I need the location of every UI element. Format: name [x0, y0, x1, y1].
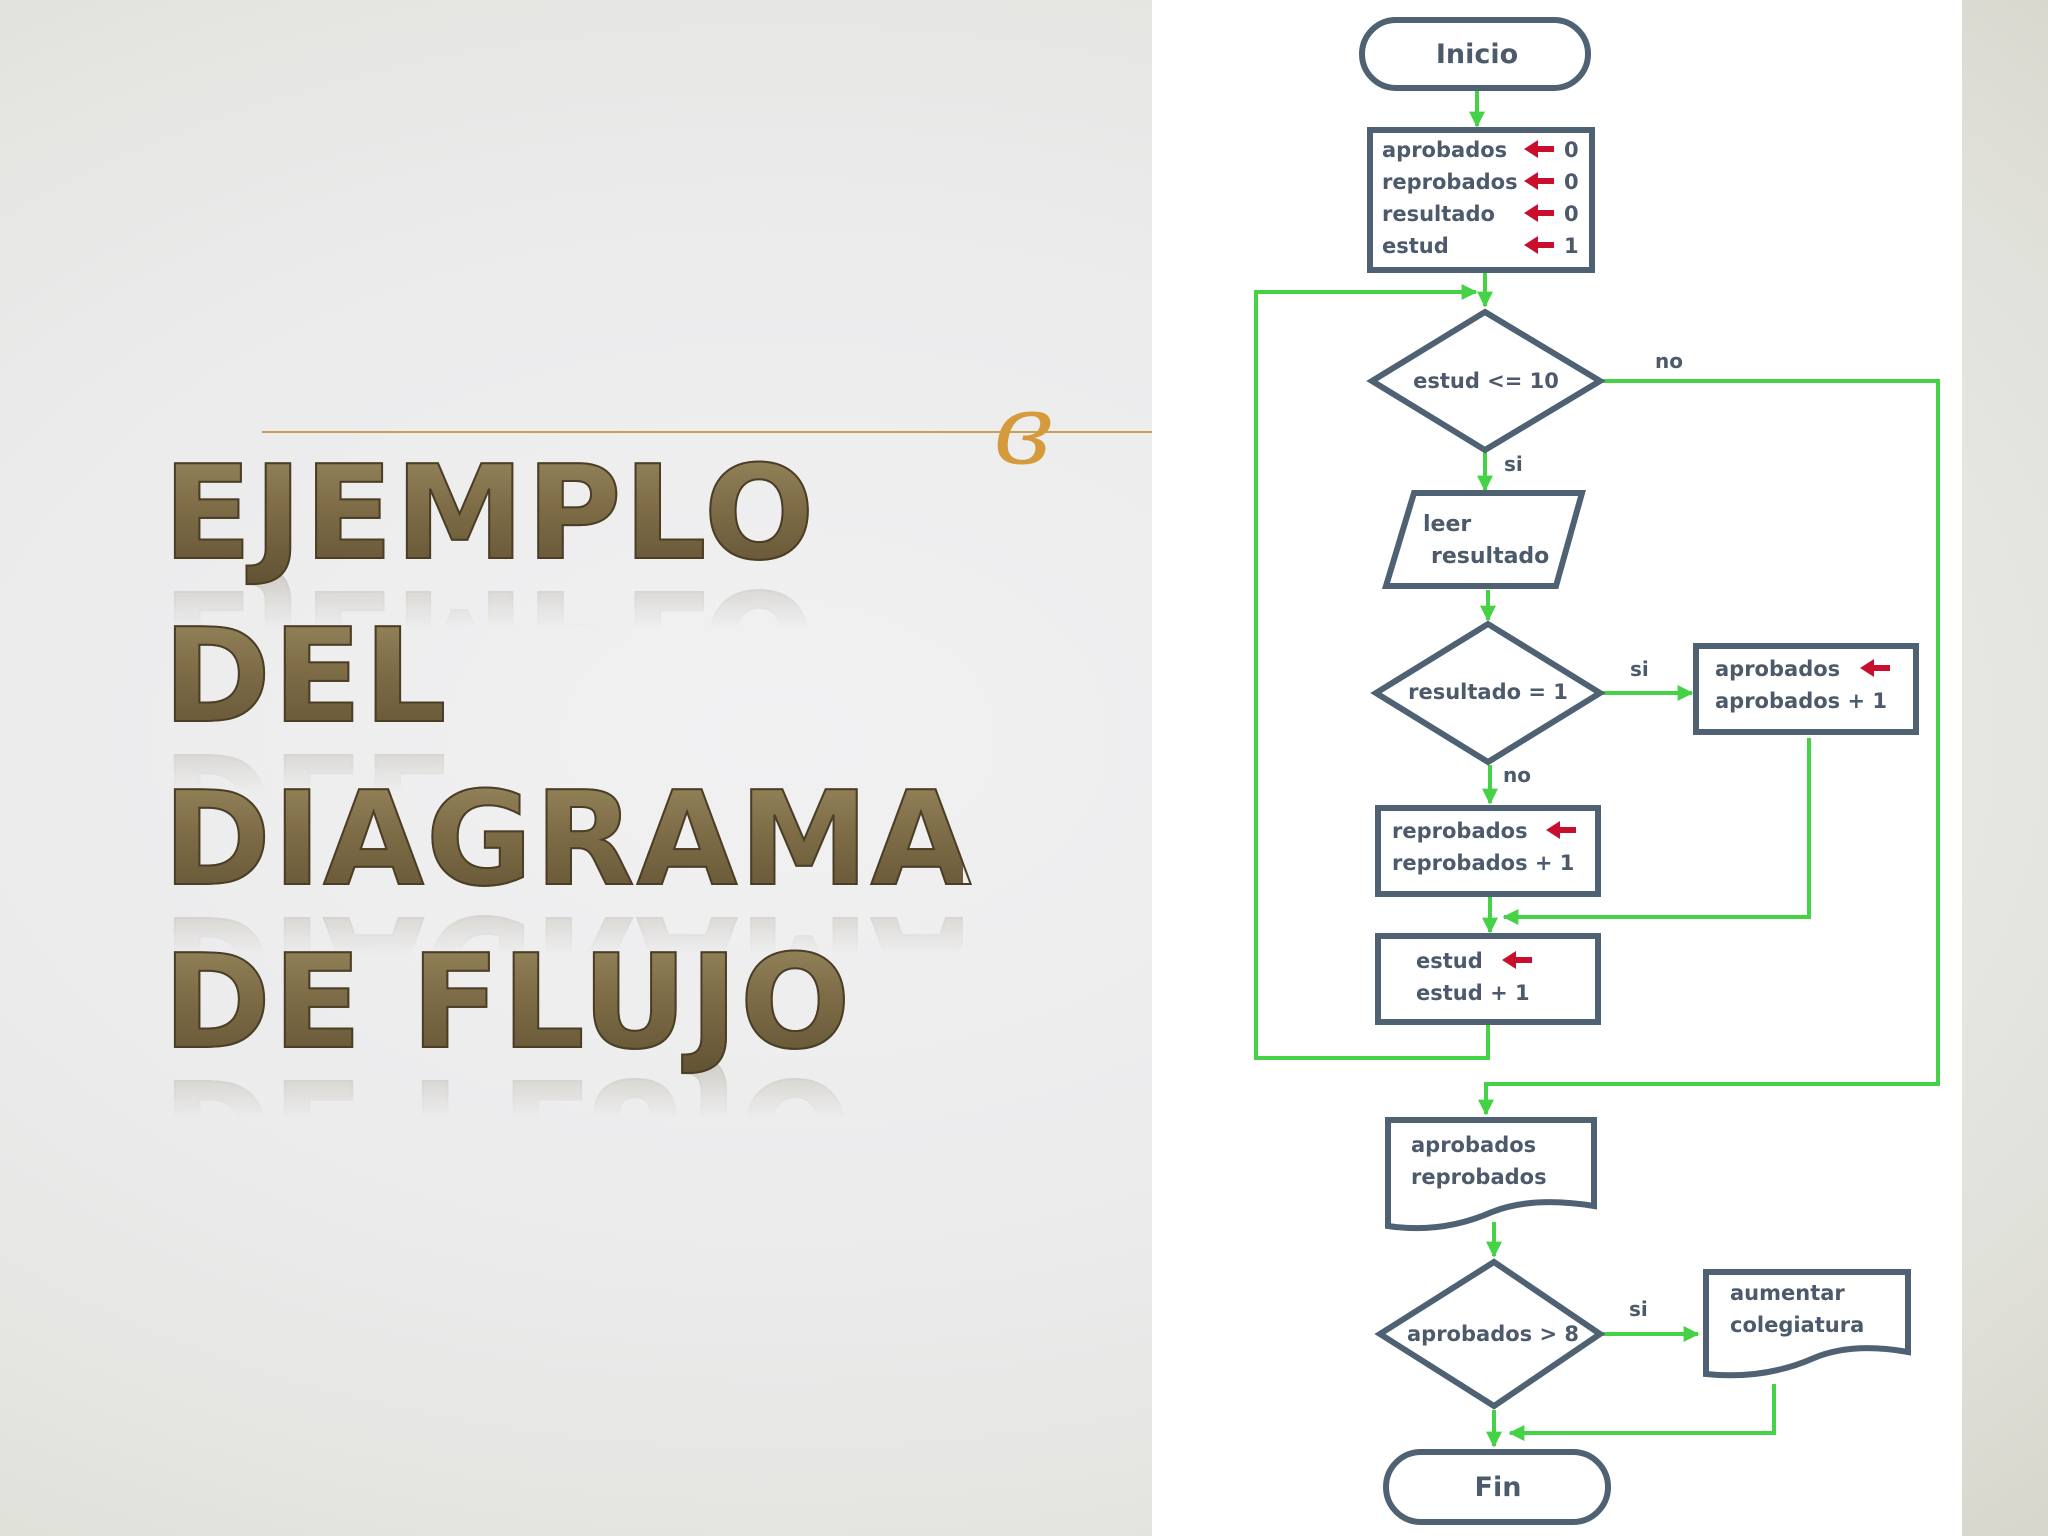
flowchart-diagram: Inicio aprobados reprobados resultado es…: [1254, 17, 1940, 1525]
svg-text:reprobados + 1: reprobados + 1: [1392, 851, 1574, 875]
connector-raise-merge: [1508, 1384, 1776, 1441]
output-document: aprobados reprobados: [1385, 1117, 1597, 1232]
assign-arrow-icon: [1546, 821, 1576, 839]
pass-decision-diamond: resultado = 1: [1370, 620, 1606, 766]
reject-process-box: reprobados reprobados + 1: [1375, 805, 1601, 897]
raise-tuition-document: aumentar colegiatura: [1703, 1269, 1911, 1379]
title-line-2: DEL: [162, 595, 963, 758]
title-line-4: DE FLUJO: [162, 921, 963, 1084]
svg-text:reprobados: reprobados: [1392, 819, 1528, 843]
svg-text:aumentar: aumentar: [1730, 1281, 1845, 1305]
start-terminator: Inicio: [1359, 17, 1591, 91]
svg-text:estud + 1: estud + 1: [1416, 981, 1530, 1005]
connector-loop-back: [1254, 284, 1490, 1060]
connector-approve-merge: [1502, 738, 1811, 925]
init-value-aprobados: 0: [1564, 138, 1579, 162]
assign-arrow-icon: [1860, 659, 1890, 677]
assign-arrow-icon: [1502, 951, 1532, 969]
loop-yes-label: si: [1504, 452, 1523, 476]
svg-text:estud: estud: [1416, 949, 1483, 973]
end-terminator: Fin: [1383, 1449, 1611, 1525]
init-var-aprobados: aprobados: [1382, 138, 1507, 162]
svg-text:estud <= 10: estud <= 10: [1413, 369, 1559, 393]
svg-text:Inicio: Inicio: [1436, 39, 1518, 70]
approve-process-box: aprobados aprobados + 1: [1693, 643, 1919, 735]
flowchart-panel: Inicio aprobados reprobados resultado es…: [1152, 0, 1962, 1536]
increment-process-box: estud estud + 1: [1375, 933, 1601, 1025]
svg-text:reprobados: reprobados: [1411, 1165, 1547, 1189]
final-decision-diamond: aprobados > 8: [1374, 1258, 1606, 1410]
init-process-box: aprobados reprobados resultado estud 0 0…: [1367, 127, 1595, 273]
loop-no-label: no: [1655, 349, 1683, 373]
title-line-3: DIAGRAMA: [162, 758, 972, 921]
svg-text:aprobados + 1: aprobados + 1: [1715, 689, 1887, 713]
svg-text:aprobados > 8: aprobados > 8: [1407, 1322, 1579, 1346]
init-value-resultado: 0: [1564, 202, 1579, 226]
init-value-estud: 1: [1564, 234, 1579, 258]
svg-text:aprobados: aprobados: [1411, 1133, 1536, 1157]
slide-title: EJEMPLO DEL DIAGRAMA DE FLUJO: [162, 432, 972, 1084]
svg-text:leer: leer: [1423, 512, 1471, 537]
flourish-ornament-icon: ɞ: [993, 374, 1053, 486]
title-line-1: EJEMPLO: [162, 432, 963, 595]
init-var-resultado: resultado: [1382, 202, 1495, 226]
final-yes-label: si: [1629, 1297, 1648, 1321]
init-value-reprobados: 0: [1564, 170, 1579, 194]
pass-no-label: no: [1503, 763, 1531, 787]
assign-arrow-icon: [1524, 172, 1554, 190]
svg-text:colegiatura: colegiatura: [1730, 1313, 1864, 1337]
init-var-reprobados: reprobados: [1382, 170, 1518, 194]
svg-text:resultado = 1: resultado = 1: [1408, 680, 1568, 704]
svg-text:resultado: resultado: [1431, 544, 1549, 569]
assign-arrow-icon: [1524, 204, 1554, 222]
loop-decision-diamond: estud <= 10: [1366, 308, 1606, 454]
input-parallelogram: leer resultado: [1381, 490, 1586, 589]
title-divider-line: [262, 431, 1152, 433]
svg-text:aprobados: aprobados: [1715, 657, 1840, 681]
svg-text:Fin: Fin: [1475, 1472, 1522, 1503]
assign-arrow-icon: [1524, 140, 1554, 158]
connector-loop-exit: [1478, 379, 1940, 1116]
pass-yes-label: si: [1630, 657, 1649, 681]
assign-arrow-icon: [1524, 236, 1554, 254]
init-var-estud: estud: [1382, 234, 1449, 258]
connectors: [1254, 88, 1940, 1448]
